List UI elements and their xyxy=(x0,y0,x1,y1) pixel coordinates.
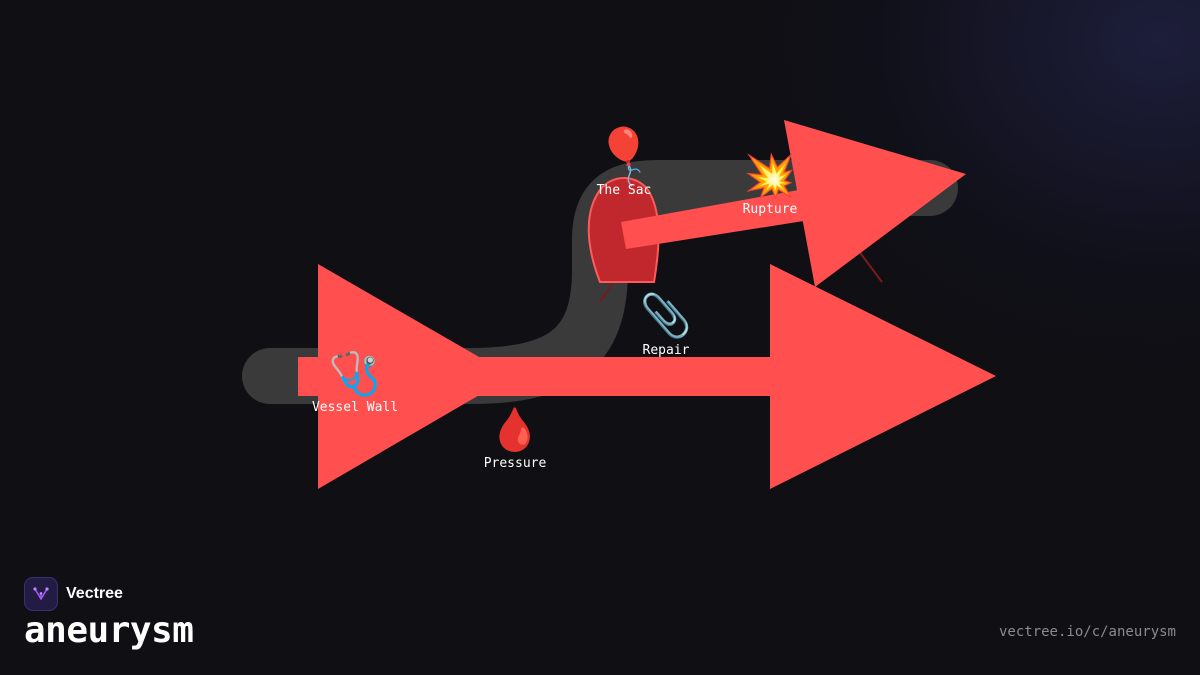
arrowhead-right-large xyxy=(770,264,996,489)
arrowhead-left-large xyxy=(318,264,512,489)
node-vessel-wall[interactable]: 🩺 Vessel Wall xyxy=(312,349,398,415)
vessel-crack xyxy=(599,283,613,303)
balloon-icon: 🎈 xyxy=(598,124,650,174)
node-label-sac: The Sac xyxy=(597,183,652,198)
node-sac[interactable]: 🎈 The Sac xyxy=(597,124,652,198)
rupture-arrow xyxy=(621,120,966,287)
node-label-vessel-wall: Vessel Wall xyxy=(312,400,398,415)
vectree-logo-icon xyxy=(24,577,58,611)
blood-drop-icon: 🩸 xyxy=(489,405,541,454)
paperclip-icon: 📎 xyxy=(640,290,692,341)
node-label-rupture: Rupture xyxy=(743,202,798,217)
vessel-crack xyxy=(857,249,883,283)
brand[interactable]: Vectree xyxy=(24,577,123,611)
pressure-flow-arrow xyxy=(298,264,996,489)
node-label-repair: Repair xyxy=(643,343,690,358)
arrowhead-rupture xyxy=(784,120,966,287)
page-url[interactable]: vectree.io/c/aneurysm xyxy=(998,624,1176,640)
arrow-shaft-diagonal xyxy=(621,189,810,249)
stethoscope-icon: 🩺 xyxy=(329,349,381,398)
page-title: aneurysm xyxy=(24,610,194,651)
brand-name: Vectree xyxy=(66,585,123,602)
collision-icon: 💥 xyxy=(744,151,796,201)
node-rupture[interactable]: 💥 Rupture xyxy=(743,151,798,217)
node-label-pressure: Pressure xyxy=(484,456,547,471)
balloon-string xyxy=(627,164,633,187)
node-pressure[interactable]: 🩸 Pressure xyxy=(484,405,547,471)
node-repair[interactable]: 📎 Repair xyxy=(640,290,692,358)
